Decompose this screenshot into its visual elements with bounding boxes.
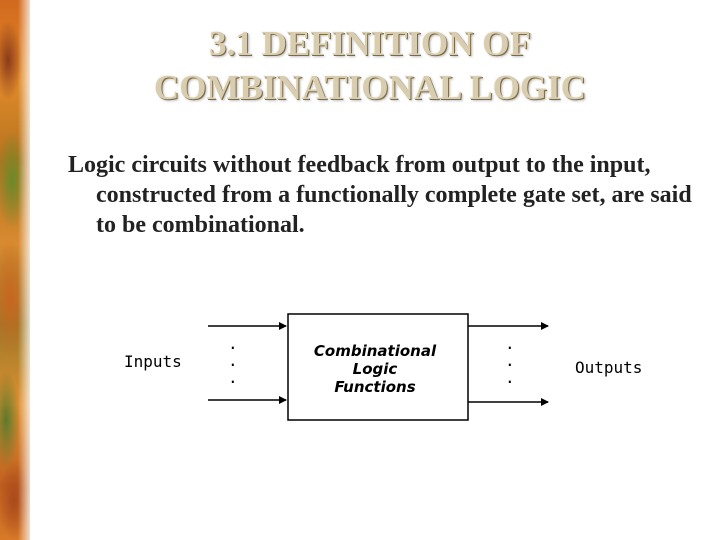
- title-line-1: 3.1 DEFINITION OF: [209, 24, 531, 63]
- input-dot-2: .: [228, 351, 238, 370]
- box-text-line-1: Combinational: [314, 342, 437, 360]
- input-dot-3: .: [228, 368, 238, 387]
- inputs-label: Inputs: [124, 352, 182, 371]
- box-text-line-3: Functions: [334, 378, 415, 396]
- output-dot-2: .: [505, 351, 515, 370]
- outputs-label: Outputs: [575, 358, 642, 377]
- slide-title: 3.1 DEFINITION OF COMBINATIONAL LOGIC: [60, 22, 680, 110]
- output-dot-3: .: [505, 368, 515, 387]
- definition-text: Logic circuits without feedback from out…: [68, 152, 692, 238]
- title-line-2: COMBINATIONAL LOGIC: [153, 68, 587, 107]
- box-text-line-2: Logic: [353, 360, 398, 378]
- input-dot-1: .: [228, 334, 238, 353]
- edge-fade: [18, 0, 34, 540]
- output-dot-1: .: [505, 334, 515, 353]
- logic-box: [287, 313, 469, 421]
